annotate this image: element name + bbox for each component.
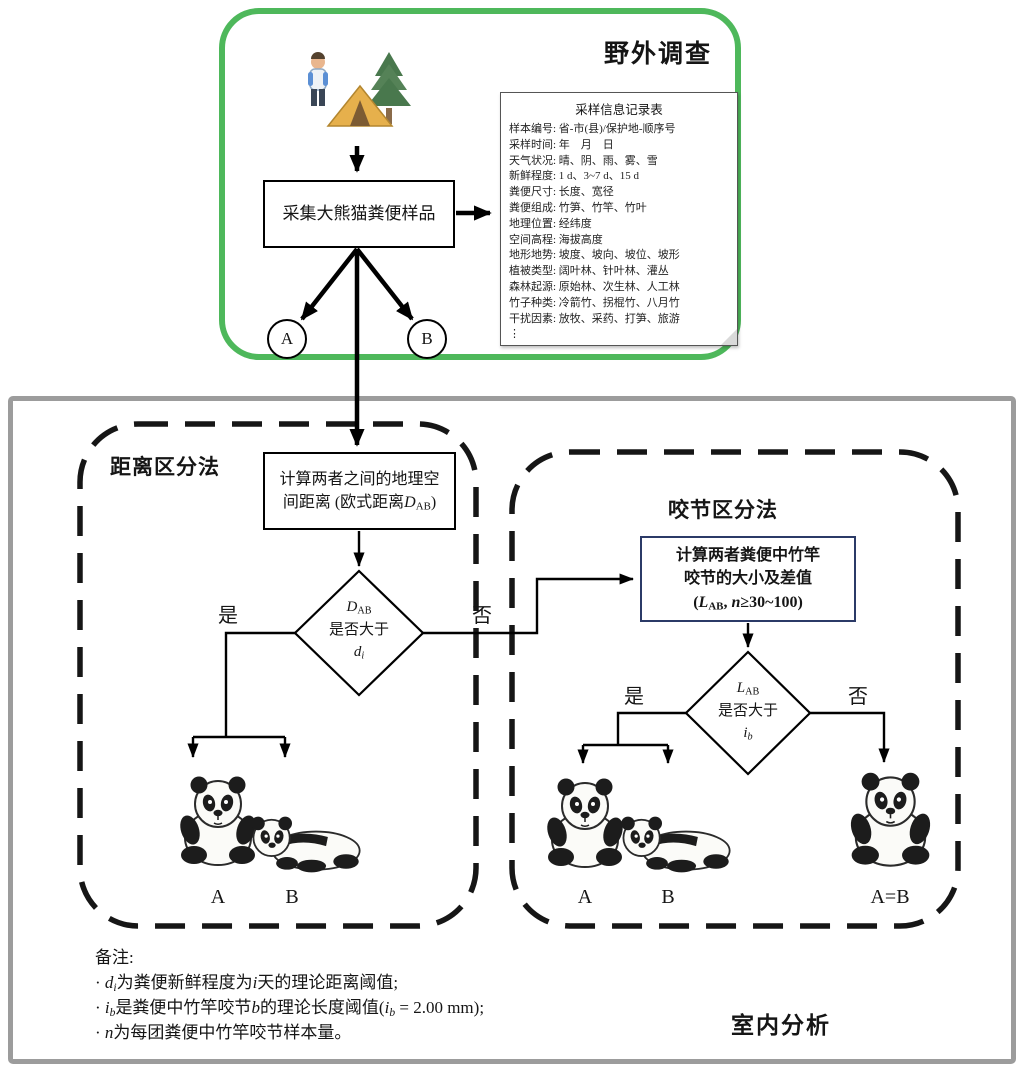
record-sheet-line: 竹子种类: 冷箭竹、拐棍竹、八月竹 <box>509 296 680 309</box>
distance-decision-text: DAB 是否大于 di <box>299 596 419 664</box>
record-sheet-line: 粪便组成: 竹笋、竹竿、竹叶 <box>509 201 647 214</box>
bite-compute-line1: 计算两者粪便中竹竿 <box>675 547 820 565</box>
bite-compute-line3: (LAB, n≥30~100) <box>693 593 803 613</box>
camper-leg-right <box>319 89 325 106</box>
panda-b-distance-icon <box>248 806 366 878</box>
bite-method-title: 咬节区分法 <box>668 498 778 522</box>
distance-compute-line1: 计算两者之间的地理空 <box>279 470 440 488</box>
bite-result-b-label: B <box>661 886 675 908</box>
tree-trunk <box>386 108 392 124</box>
distance-no-label: 否 <box>472 605 492 627</box>
distance-result-a-label: A <box>210 886 226 908</box>
camper-leg-left <box>311 89 317 106</box>
bite-result-a-label: A <box>577 886 593 908</box>
sample-a-label: A <box>280 329 294 348</box>
note-line-di: · di为粪便新鲜程度为i天的理论距离阈值; <box>95 972 399 994</box>
camper-arm-left <box>308 72 313 86</box>
record-sheet-line: 森林起源: 原始林、次生林、人工林 <box>509 280 680 293</box>
notes-heading: 备注: <box>95 948 134 967</box>
record-sheet-line: 空间高程: 海拔高度 <box>509 233 603 246</box>
distance-method-title: 距离区分法 <box>110 455 220 479</box>
bite-yes-label: 是 <box>624 686 644 708</box>
record-sheet-line: 粪便尺寸: 长度、宽径 <box>509 186 614 199</box>
record-sheet-line: 新鲜程度: 1 d、3~7 d、15 d <box>509 170 640 183</box>
record-sheet: 采样信息记录表 样本编号: 省-市(县)/保护地-顺序号 采样时间: 年 月 日… <box>500 92 738 346</box>
distance-decision-var: DAB <box>346 599 372 617</box>
distance-yes-label: 是 <box>218 605 238 627</box>
distance-result-b-label: B <box>285 886 299 908</box>
distance-compute-line2: 间距离 (欧式距离DAB) <box>282 494 437 513</box>
field-survey-title: 野外调查 <box>603 41 712 68</box>
record-sheet-line: 地理位置: 经纬度 <box>509 217 592 230</box>
collect-samples-box: 采集大熊猫粪便样品 <box>263 180 455 248</box>
record-sheet-line: 植被类型: 阔叶林、针叶林、灌丛 <box>509 265 669 278</box>
record-sheet-ellipsis: ⋮ <box>509 328 520 341</box>
bite-compute-line2: 咬节的大小及差值 <box>683 570 812 588</box>
record-sheet-line: 样本编号: 省-市(县)/保护地-顺序号 <box>509 123 676 135</box>
panda-equal-icon <box>838 766 943 875</box>
bite-decision-threshold: ib <box>743 725 753 743</box>
record-sheet-title: 采样信息记录表 <box>575 103 663 117</box>
camper-icon <box>308 52 411 127</box>
camper-arm-right <box>323 72 328 86</box>
bite-compute-box: 计算两者粪便中竹竿 咬节的大小及差值 (LAB, n≥30~100) <box>640 536 856 622</box>
collect-samples-label: 采集大熊猫粪便样品 <box>282 203 436 223</box>
bite-result-equal-label: A=B <box>870 886 910 908</box>
bite-decision-var: LAB <box>736 680 760 698</box>
notes-block: 备注: · di为粪便新鲜程度为i天的理论距离阈值; · ib是粪便中竹竿咬节b… <box>95 946 675 1046</box>
camper-hair <box>311 52 325 59</box>
page-curl <box>720 328 737 345</box>
distance-decision-question: 是否大于 <box>328 621 389 638</box>
record-sheet-line: 干扰因素: 放牧、采药、打笋、旅游 <box>509 312 680 325</box>
bite-no-label: 否 <box>848 686 868 708</box>
tree-bottom <box>367 78 411 106</box>
record-sheet-line: 天气状况: 晴、阴、雨、雾、雪 <box>509 154 658 167</box>
sample-b-circle: B <box>407 319 447 359</box>
tree-mid <box>371 64 407 90</box>
bite-decision-question: 是否大于 <box>717 702 778 719</box>
record-sheet-line: 地形地势: 坡度、坡向、坡位、坡形 <box>509 249 680 262</box>
note-line-n: · n为每团粪便中竹竿咬节样本量。 <box>95 1022 352 1042</box>
panda-b-bite-icon <box>618 806 736 878</box>
indoor-analysis-title: 室内分析 <box>731 1013 831 1038</box>
tent-opening <box>350 100 370 126</box>
sample-a-circle: A <box>267 319 307 359</box>
distance-decision-threshold: di <box>353 644 365 662</box>
note-line-ib: · ib是粪便中竹竿咬节b的理论长度阈值(ib = 2.00 mm); <box>95 997 485 1019</box>
distance-compute-box: 计算两者之间的地理空 间距离 (欧式距离DAB) <box>263 452 456 530</box>
sample-b-label: B <box>421 329 433 348</box>
bite-decision-text: LAB 是否大于 ib <box>688 677 808 745</box>
record-sheet-line: 采样时间: 年 月 日 <box>509 138 614 151</box>
